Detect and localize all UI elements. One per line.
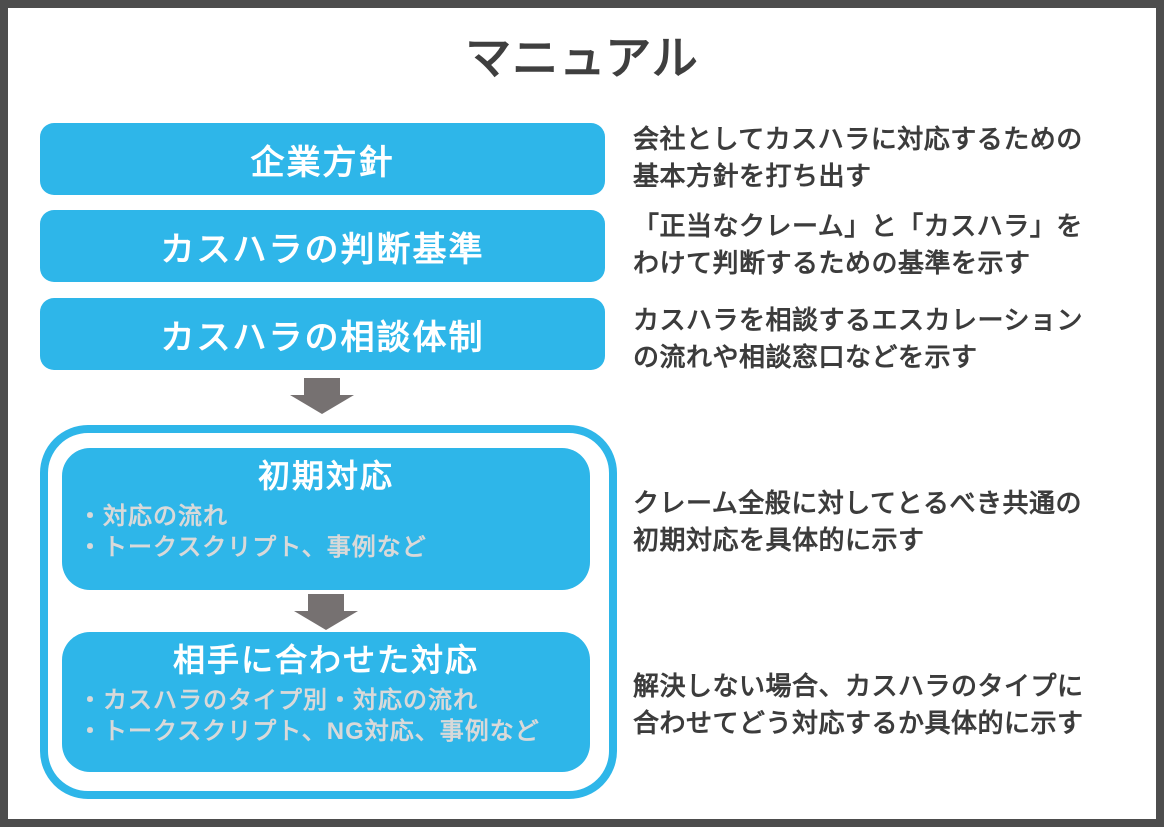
desc-line: 「正当なクレーム」と「カスハラ」を	[633, 211, 1083, 241]
consultation-system-desc: カスハラを相談するエスカレーション の流れや相談窓口などを示す	[633, 302, 1156, 376]
down-arrow-icon	[290, 378, 354, 414]
bullet-item: ・トークスクリプト、NG対応、事例など	[78, 718, 540, 745]
initial-response-label: 初期対応	[257, 458, 394, 494]
bullet-item: ・カスハラのタイプ別・対応の流れ	[78, 687, 478, 714]
page-title: マニュアル	[465, 32, 699, 84]
desc-line: 初期対応を具体的に示す	[633, 525, 925, 555]
desc-line: 合わせてどう対応するか具体的に示す	[633, 708, 1084, 738]
initial-response-bullets: ・対応の流れ ・トークスクリプト、事例など	[78, 501, 590, 563]
desc-line: 会社としてカスハラに対応するための	[633, 124, 1083, 154]
tailored-response-box: 相手に合わせた対応 ・カスハラのタイプ別・対応の流れ ・トークスクリプト、NG対…	[62, 632, 590, 772]
corporate-policy-desc: 会社としてカスハラに対応するための 基本方針を打ち出す	[633, 121, 1156, 195]
desc-line: わけて判断するための基準を示す	[633, 248, 1031, 278]
judgement-criteria-box: カスハラの判断基準	[40, 210, 605, 282]
down-arrow-icon	[294, 594, 358, 630]
desc-line: クレーム全般に対してとるべき共通の	[633, 488, 1082, 518]
desc-line: の流れや相談窓口などを示す	[633, 342, 978, 372]
initial-response-box: 初期対応 ・対応の流れ ・トークスクリプト、事例など	[62, 448, 590, 590]
corporate-policy-box: 企業方針	[40, 123, 605, 195]
consultation-system-label: カスハラの相談体制	[160, 318, 485, 357]
arrow-stem	[304, 378, 340, 395]
tailored-response-desc: 解決しない場合、カスハラのタイプに 合わせてどう対応するか具体的に示す	[633, 668, 1156, 742]
desc-line: カスハラを相談するエスカレーション	[633, 305, 1083, 335]
corporate-policy-label: 企業方針	[250, 143, 395, 182]
initial-response-desc: クレーム全般に対してとるべき共通の 初期対応を具体的に示す	[633, 485, 1156, 559]
judgement-criteria-desc: 「正当なクレーム」と「カスハラ」を わけて判断するための基準を示す	[633, 208, 1156, 282]
arrow-stem	[308, 594, 344, 611]
bullet-item: ・対応の流れ	[78, 503, 228, 530]
tailored-response-label: 相手に合わせた対応	[172, 642, 479, 678]
judgement-criteria-label: カスハラの判断基準	[160, 230, 485, 269]
arrow-head	[290, 395, 354, 414]
tailored-response-bullets: ・カスハラのタイプ別・対応の流れ ・トークスクリプト、NG対応、事例など	[78, 685, 590, 747]
bullet-item: ・トークスクリプト、事例など	[78, 534, 427, 561]
arrow-head	[294, 611, 358, 630]
desc-line: 解決しない場合、カスハラのタイプに	[633, 671, 1084, 701]
consultation-system-box: カスハラの相談体制	[40, 298, 605, 370]
desc-line: 基本方針を打ち出す	[633, 161, 872, 191]
